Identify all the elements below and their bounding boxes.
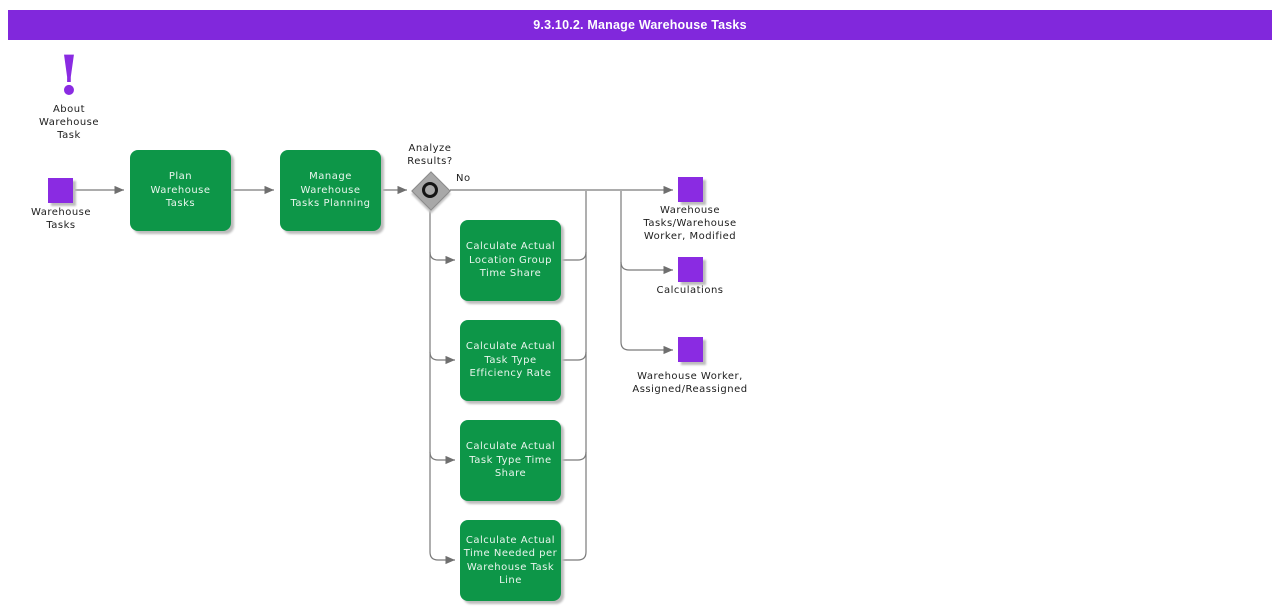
task-calc-task-type-efficiency-rate[interactable]: Calculate Actual Task Type Efficiency Ra… — [460, 320, 561, 401]
task-plan-warehouse-tasks[interactable]: Plan Warehouse Tasks — [130, 150, 231, 231]
end-event-warehouse-worker-assigned[interactable] — [678, 337, 703, 362]
end-event-label-warehouse-tasks-worker-modified: Warehouse Tasks/Warehouse Worker, Modifi… — [643, 205, 737, 242]
task-calc-time-needed-per-warehouse-task-line[interactable]: Calculate Actual Time Needed per Warehou… — [460, 520, 561, 601]
start-event-label: Warehouse Tasks — [30, 207, 92, 231]
end-event-calculations[interactable] — [678, 257, 703, 282]
exclamation-icon[interactable]: ! — [57, 43, 81, 107]
task-calc-location-group-time-share[interactable]: Calculate Actual Location Group Time Sha… — [460, 220, 561, 301]
task-manage-warehouse-tasks-planning[interactable]: Manage Warehouse Tasks Planning — [280, 150, 381, 231]
gateway-circle-icon — [422, 182, 438, 198]
page-title: 9.3.10.2. Manage Warehouse Tasks — [533, 18, 747, 32]
start-event-warehouse-tasks[interactable] — [48, 178, 73, 203]
gateway-label: Analyze Results? — [407, 143, 453, 167]
about-warehouse-task-label: About Warehouse Task — [38, 104, 100, 141]
task-calc-task-type-time-share[interactable]: Calculate Actual Task Type Time Share — [460, 420, 561, 501]
diagram-title-bar: 9.3.10.2. Manage Warehouse Tasks — [8, 10, 1272, 40]
end-event-label-calculations: Calculations — [656, 285, 724, 296]
end-event-warehouse-tasks-worker-modified[interactable] — [678, 177, 703, 202]
branch-no-label: No — [456, 173, 471, 184]
end-event-label-warehouse-worker-assigned: Warehouse Worker, Assigned/Reassigned — [632, 371, 748, 395]
